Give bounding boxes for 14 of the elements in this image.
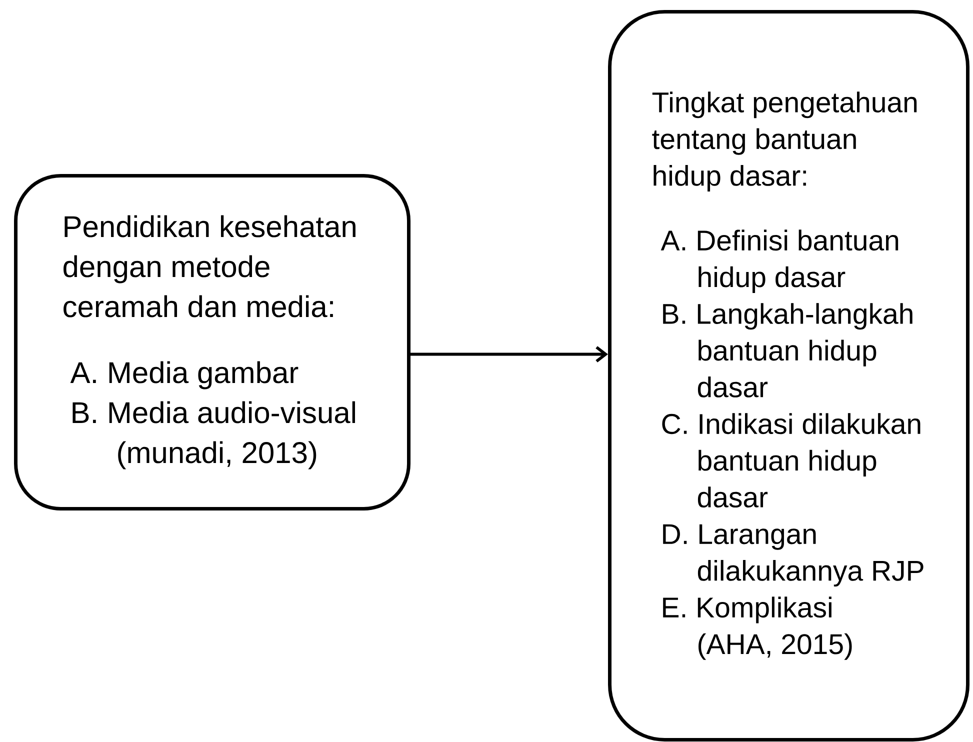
arrow (410, 346, 608, 362)
list-item: D. Larangan dilakukannya RJP (663, 524, 924, 587)
rounded-box (608, 10, 970, 742)
list-item: A. Definisi bantuan hidup dasar (660, 230, 898, 293)
citation-text: (AHA, 2015) (698, 633, 852, 660)
list-item: B. Langkah-langkah bantuan hidup dasar (663, 303, 912, 398)
heading-text: Tingkat pengetahuan tentang bantuan hidup dasar: (652, 92, 917, 192)
list-item: B. Media audio-visual (72, 401, 355, 424)
rounded-box (14, 174, 410, 510)
list-item: E. Komplikasi (663, 596, 832, 624)
list-item: A. Media gambar (70, 361, 298, 390)
heading-text: Pendidikan kesehatan dengan metode ceramah dan media: (64, 215, 356, 318)
citation-text: (munadi, 2013) (118, 441, 316, 470)
list-item: C. Indikasi dilakukan bantuan hidup dasar (662, 413, 920, 508)
